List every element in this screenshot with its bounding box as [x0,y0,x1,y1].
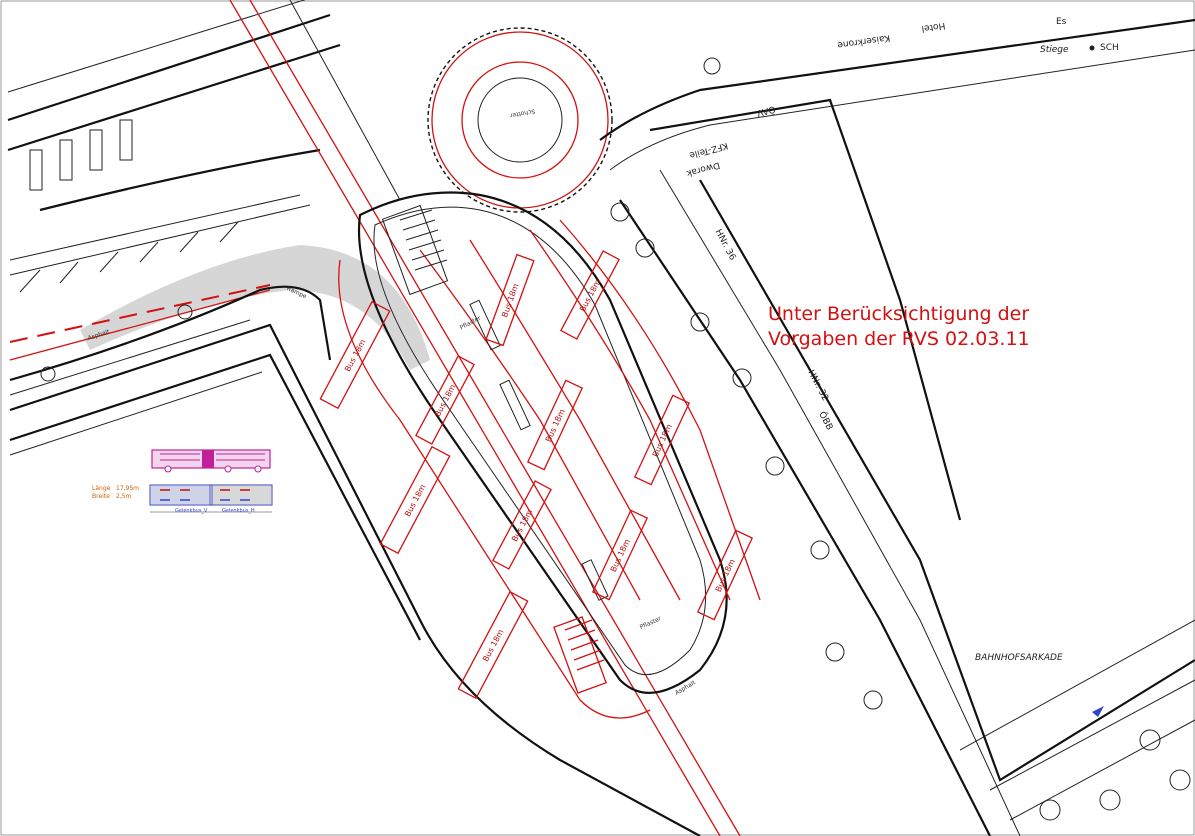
svg-text:Bus 18m: Bus 18m [544,407,567,443]
roundabout-label: Schotter [509,107,536,118]
bus-plan-icon [149,484,273,513]
label-bahnhofsarkade: BAHNHOFSARKADE [975,653,1063,663]
legend-front-label: Gelenkbus_V [175,508,208,514]
rvs-note: Unter Berücksichtigung der Vorgaben der … [768,302,1030,352]
bus-side-icon [151,449,271,473]
svg-text:Bus 18m: Bus 18m [500,282,521,318]
lower-left-block [9,353,421,641]
rvs-note-line-2: Vorgaben der RVS 02.03.11 [768,328,1030,350]
svg-text:Bus 18m: Bus 18m [343,338,368,374]
bus-bay: Bus 18m [379,445,451,555]
label-oeav: ÖAV [755,103,777,119]
right-street [40,18,1195,836]
legend-length-value: 17,95m [116,485,139,492]
legend-width-value: 2,5m [116,493,132,500]
svg-text:Bus 18m: Bus 18m [481,628,506,664]
bus-bay: Bus 18m [591,509,649,601]
svg-text:Bus 18m: Bus 18m [433,383,458,419]
label-kaiserkrone: Kaiserkrone [836,32,890,49]
label-hotel: Hotel [921,20,946,33]
plan-labels: Hotel Kaiserkrone Stiege SCH Es KFZ-Teil… [87,17,1119,697]
blue-marker [1092,706,1104,717]
svg-text:Bus 18m: Bus 18m [609,537,632,573]
legend-rear-label: Gelenkbus_H [222,508,255,514]
svg-text:Bus 18m: Bus 18m [403,483,428,519]
swept-path-area [80,245,430,370]
rail-corridor [229,0,741,836]
label-asphalt-2: Asphalt [674,679,698,697]
bus-bay: Bus 18m [492,480,552,570]
bus-bay: Bus 18m [633,394,691,486]
label-kfz-teile: KFZ-Teile [688,140,729,160]
bus-bay: Bus 18m [696,529,754,621]
bus-legend: Länge 17,95m Breite 2,5m Gelenkbus_V Gel… [92,449,273,514]
label-hnr36: HNr. 36 [713,228,738,263]
main-road-left [9,284,701,836]
label-oebb: ÖBB [816,410,835,432]
bus-bay: Bus 18m [415,355,475,445]
label-sch: SCH [1100,43,1119,53]
stairs [381,204,607,694]
rvs-note-line-1: Unter Berücksichtigung der [768,303,1030,325]
bus-station-island [338,191,761,719]
label-dworak: Dworak [684,159,720,178]
upper-left-street [7,0,341,293]
bus-bay: Bus 18m [560,250,620,340]
label-hnr32: HNr. 32 [805,368,830,402]
roundabout: Schotter [427,27,613,213]
label-stiege: Stiege [1040,45,1069,55]
legend-length-label: Länge [92,485,111,492]
bus-bay: Bus 18m [457,590,529,700]
bus-bay: Bus 18m [526,379,584,471]
legend-width-label: Breite [92,493,110,500]
trees [40,57,1191,821]
label-pflaster-2: Pflaster [639,615,663,631]
label-es: Es [1056,17,1067,27]
stiege-marker [1089,45,1095,51]
